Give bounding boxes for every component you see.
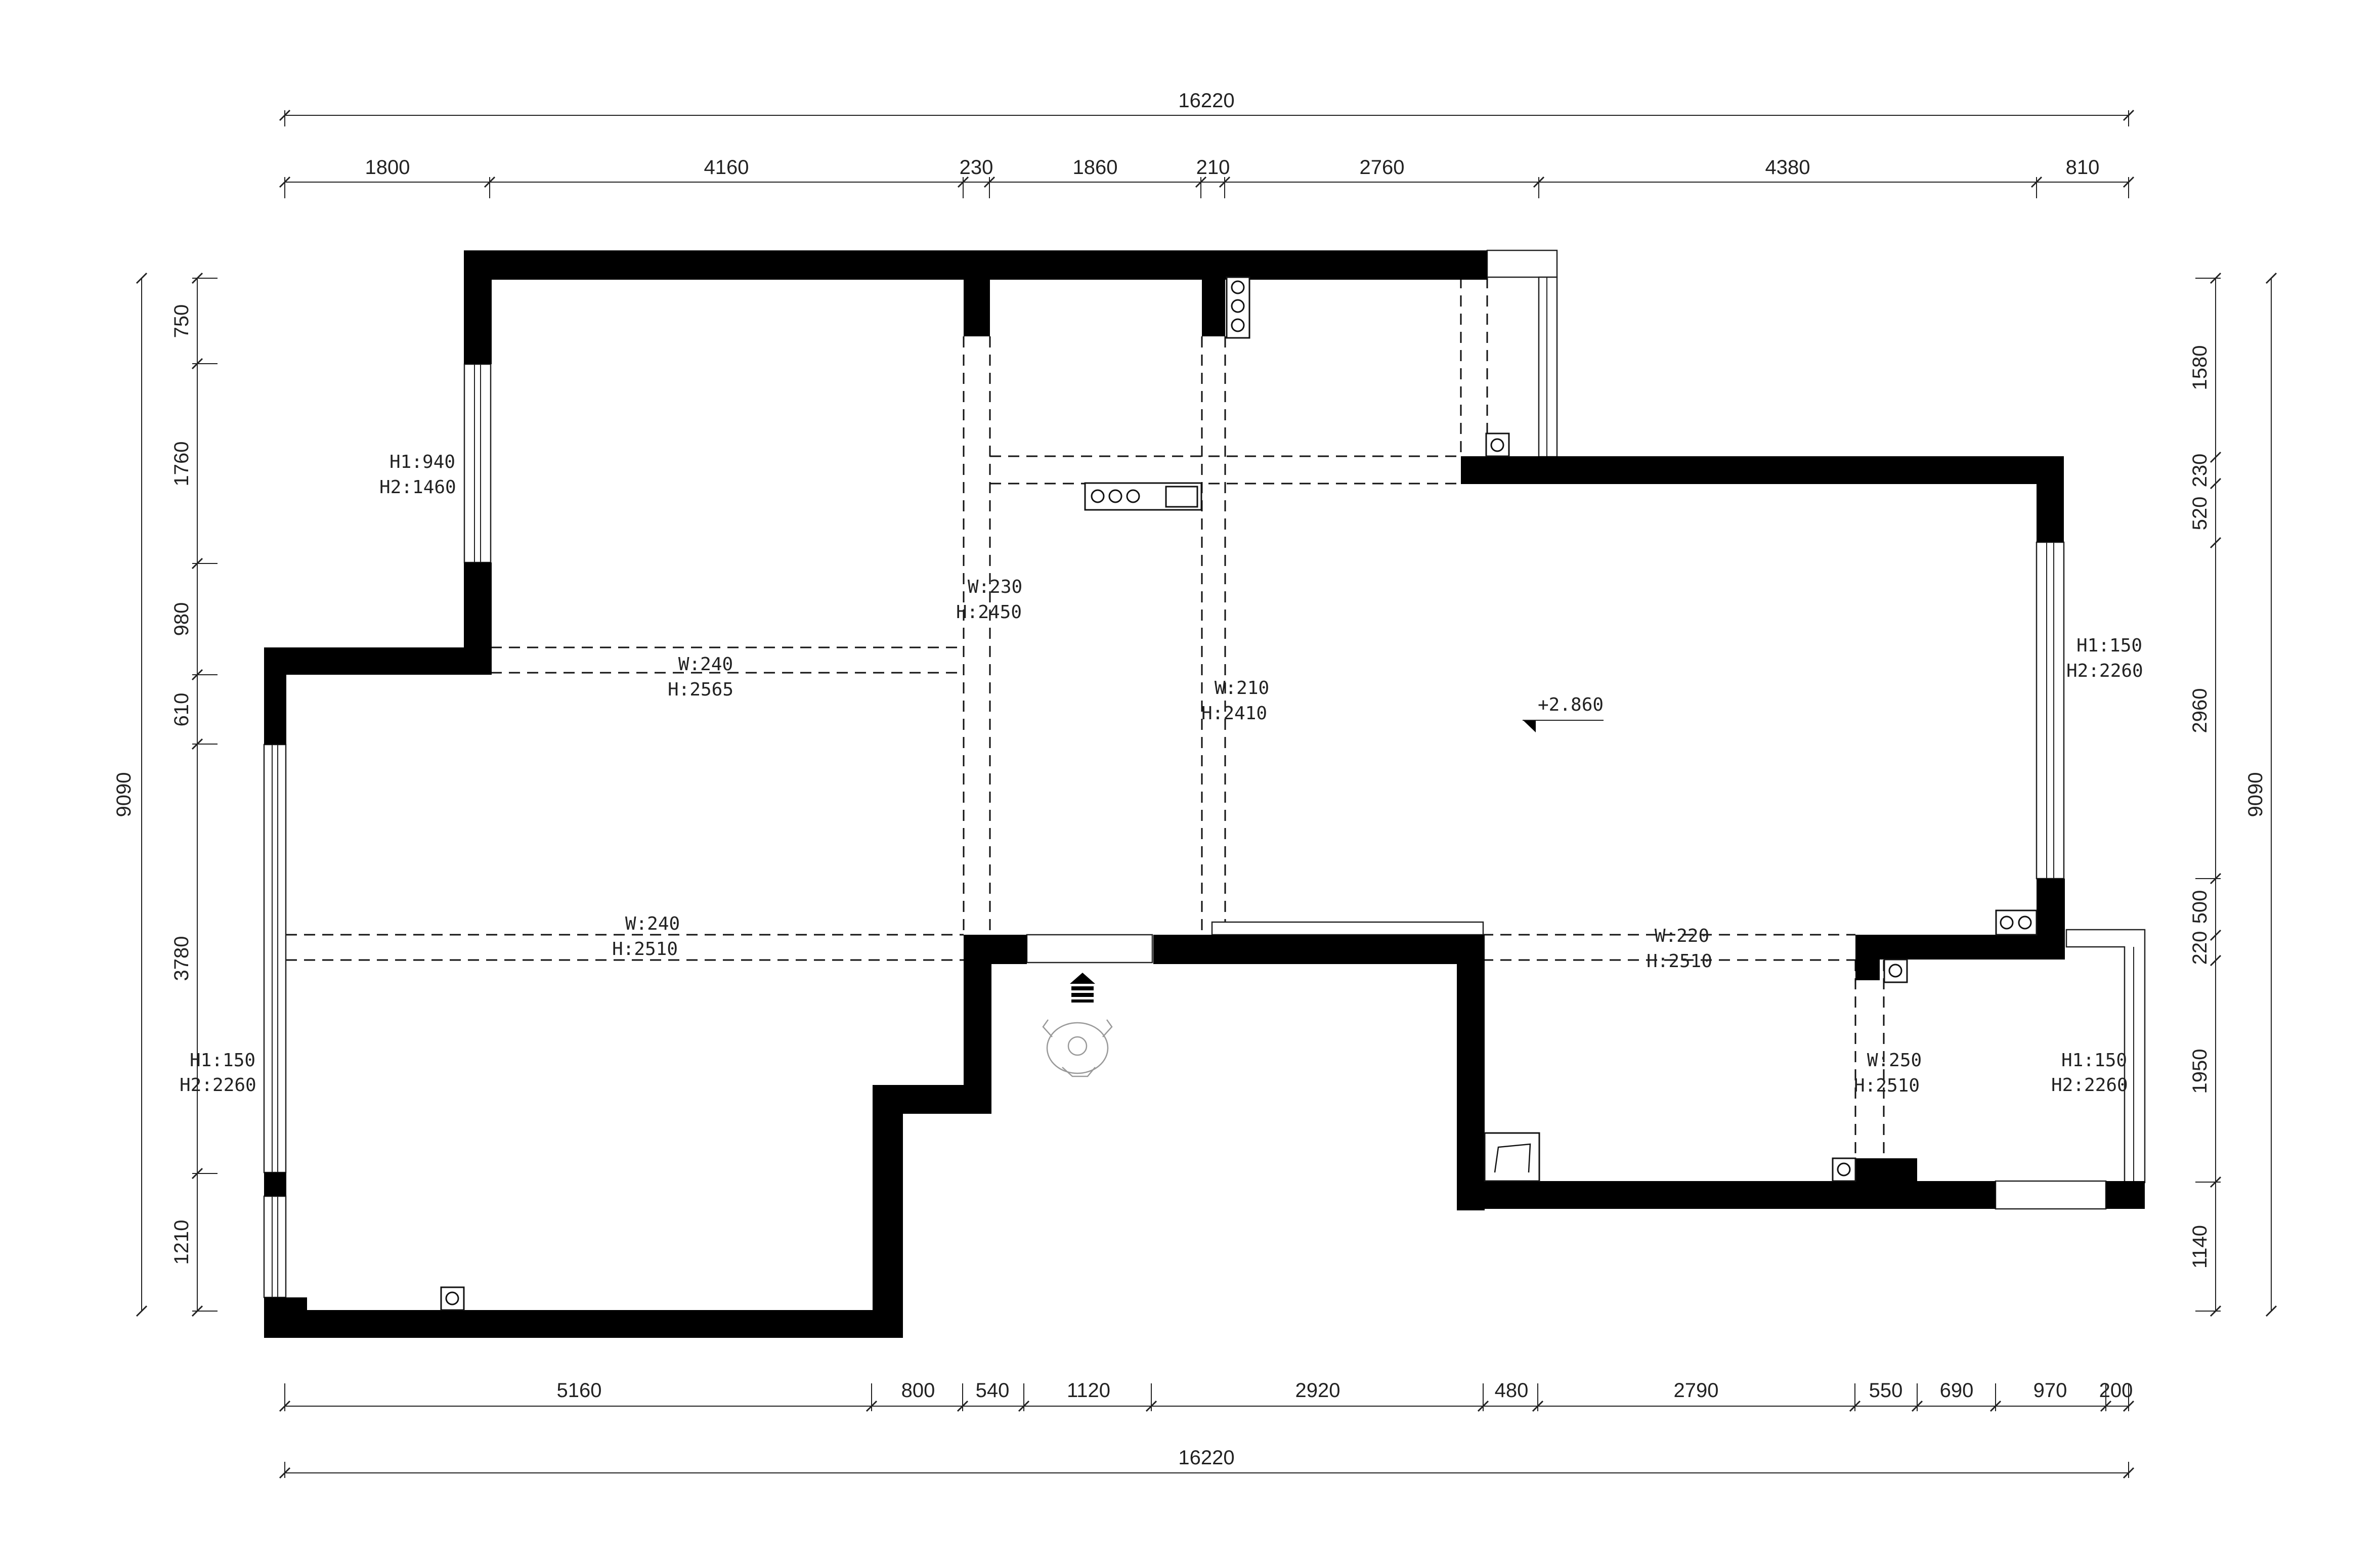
beam-label-h: H:2410 [1201,703,1267,724]
entrance-arrow-icon [1070,973,1095,1003]
left-seg-4: 3780 [170,936,193,981]
bottom-dimension-total: 16220 [279,1447,2135,1479]
top-dimension-total: 16220 [279,90,2135,126]
left-dimension-chain: 750 1760 980 610 3780 1210 [170,272,218,1317]
beam-label-h: H:2510 [1854,1075,1920,1096]
beam-label-w: W:230 [968,577,1022,597]
water-heater-icon [1484,1132,1540,1182]
beam-label-h: H:2450 [956,602,1022,623]
drain-icon [1485,432,1510,457]
person-figure-icon [1042,1019,1113,1077]
walls [264,250,2145,1338]
windows [263,249,2146,1298]
top-seg-0: 1800 [365,156,410,179]
right-seg-7: 1140 [2189,1225,2211,1269]
right-seg-2: 520 [2189,497,2211,531]
bottom-seg-4: 2920 [1295,1379,1340,1402]
top-seg-7: 810 [2066,156,2100,179]
right-seg-1: 230 [2189,454,2211,488]
left-seg-1: 1760 [170,442,193,487]
drain-icon [1832,1157,1856,1182]
right-lower-window-h2: H2:2260 [2051,1075,2128,1096]
beam-label-h: H:2510 [612,939,678,960]
beam-lines [286,277,1885,1158]
right-seg-6: 1950 [2189,1049,2211,1094]
right-upper-window-h2: H2:2260 [2066,661,2143,681]
left-seg-2: 980 [170,602,193,636]
bottom-seg-5: 480 [1495,1379,1529,1402]
left-dimension-total: 9090 [113,272,148,1317]
top-seg-4: 210 [1196,156,1230,179]
beam-label-w: W:240 [678,654,733,675]
fixtures [440,276,2038,1311]
top-seg-6: 4380 [1765,156,1810,179]
bottom-seg-8: 690 [1940,1379,1974,1402]
left-seg-5: 1210 [170,1220,193,1265]
beam-label-w: W:250 [1867,1050,1922,1071]
right-lower-window-h1: H1:150 [2061,1050,2127,1071]
beam-label-h: H:2565 [668,679,733,700]
left-total-label: 9090 [113,772,135,817]
opening-labels: H1:940 H2:1460 H1:150 H2:2260 H1:150 H2:… [180,452,2143,1096]
stove-icon [1084,482,1202,511]
bottom-seg-10: 200 [2099,1379,2133,1402]
beam-label-w: W:240 [625,913,680,934]
top-seg-3: 1860 [1073,156,1118,179]
left-lower-window-h1: H1:150 [190,1050,255,1071]
drain-icon [440,1286,465,1311]
right-seg-0: 1580 [2189,345,2211,390]
bottom-seg-6: 2790 [1674,1379,1719,1402]
pipe-stack-icon [1226,276,1250,339]
bottom-seg-2: 540 [976,1379,1010,1402]
bottom-seg-9: 970 [2033,1379,2067,1402]
left-lower-window-h2: H2:2260 [180,1075,256,1096]
drain-icon [1883,959,1908,983]
bottom-total-label: 16220 [1178,1447,1234,1469]
right-seg-3: 2960 [2189,688,2211,733]
bottom-seg-1: 800 [901,1379,935,1402]
bottom-seg-0: 5160 [557,1379,602,1402]
right-dimension-chain: 1580 230 520 2960 500 220 1950 1140 [2189,272,2222,1317]
elevation-mark: +2.860 [1523,694,1604,732]
double-drain-icon [1995,909,2038,936]
right-seg-5: 220 [2189,931,2211,965]
top-seg-5: 2760 [1360,156,1405,179]
bottom-seg-3: 1120 [1067,1379,1110,1402]
right-total-label: 9090 [2244,772,2267,817]
bottom-dimension-chain: 5160 800 540 1120 2920 480 2790 550 690 … [279,1379,2135,1412]
left-seg-0: 750 [170,304,193,338]
left-upper-window-h1: H1:940 [390,452,455,472]
beam-labels: W:240 H:2565 W:240 H:2510 W:230 H:2450 W… [612,577,1922,1096]
right-upper-window-h1: H1:150 [2076,635,2142,656]
beam-label-h: H:2510 [1647,951,1712,972]
beam-label-w: W:220 [1655,926,1709,946]
right-dimension-total: 9090 [2244,272,2277,1317]
top-seg-1: 4160 [704,156,749,179]
right-seg-4: 500 [2189,890,2211,924]
top-dimension-chain: 1800 4160 230 1860 210 2760 4380 810 [279,156,2135,198]
top-total-label: 16220 [1178,90,1234,112]
top-seg-2: 230 [960,156,993,179]
beam-label-w: W:210 [1215,678,1269,699]
left-upper-window-h2: H2:1460 [379,477,456,498]
elevation-label: +2.860 [1538,694,1604,715]
bottom-seg-7: 550 [1869,1379,1903,1402]
left-seg-3: 610 [170,693,193,727]
